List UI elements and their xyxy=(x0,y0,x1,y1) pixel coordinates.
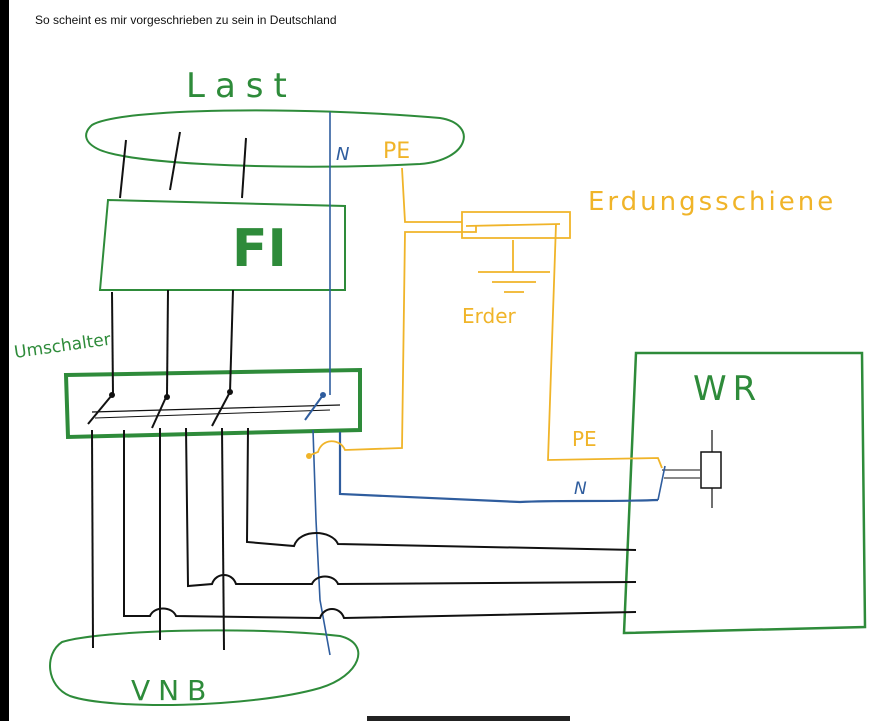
umschalter-label: Umschalter xyxy=(13,330,112,363)
switch-bar-lower xyxy=(94,409,331,419)
switch-blade-l1 xyxy=(87,394,113,425)
wire-l1-wr xyxy=(123,430,637,620)
switch-blade-l2 xyxy=(151,394,168,429)
vnb-outline xyxy=(49,629,360,707)
n-top-label: N xyxy=(336,144,349,165)
erder-symbol xyxy=(478,240,550,293)
wire-l3-last xyxy=(241,137,247,199)
erdungsschiene-label: Erdungsschiene xyxy=(588,187,836,217)
vnb-label: VNB xyxy=(131,674,214,707)
switch-contact-l2 xyxy=(164,394,170,400)
wire-pe-umschalter xyxy=(307,226,477,457)
wr-component-symbol xyxy=(700,451,722,489)
wr-label: WR xyxy=(693,369,762,409)
pe-junction-dot xyxy=(306,453,312,459)
left-edge-bar xyxy=(0,0,9,721)
bottom-scroll-strip xyxy=(367,716,570,721)
last-outline xyxy=(85,109,465,168)
wire-l2-wr xyxy=(185,427,637,588)
wire-n-wr-entry xyxy=(657,465,666,501)
pe-wr-label: PE xyxy=(572,427,597,451)
fi-group: FI xyxy=(98,198,346,291)
wire-l1-fi xyxy=(111,291,114,396)
last-group: Last xyxy=(85,66,465,168)
wire-n-bottom xyxy=(312,429,331,656)
switch-blade-n xyxy=(304,394,324,421)
umschalter-box xyxy=(63,367,362,440)
wire-l3-fi xyxy=(229,289,234,393)
neutral-wires xyxy=(312,112,666,656)
wire-pe-last xyxy=(401,167,462,223)
phase-wires-top xyxy=(111,131,247,396)
wire-pe-wr xyxy=(547,223,663,469)
umschalter-group: Umschalter xyxy=(13,330,362,440)
wr-box xyxy=(622,351,867,635)
pe-wires xyxy=(307,167,663,469)
switch-bar xyxy=(91,404,341,413)
header-note: So scheint es mir vorgeschrieben zu sein… xyxy=(35,13,337,27)
wr-group: WR xyxy=(622,351,867,635)
erder-label: Erder xyxy=(462,304,517,328)
erdungsschiene-inner xyxy=(465,223,561,227)
wire-l1-vnb xyxy=(91,429,94,649)
wr-component-wires xyxy=(662,469,700,479)
wire-l1-last xyxy=(119,139,127,199)
wire-l2-fi xyxy=(166,289,169,396)
wire-l3-wr xyxy=(245,427,637,551)
fi-box xyxy=(98,198,346,291)
fi-label: FI xyxy=(232,219,287,279)
wire-l3-vnb xyxy=(221,427,225,651)
erdungsschiene-bar xyxy=(461,211,571,239)
phase-wires-bottom xyxy=(91,427,637,651)
pe-top-label: PE xyxy=(383,139,410,164)
vnb-group: VNB xyxy=(49,629,360,707)
n-wr-label: N xyxy=(574,479,587,499)
wire-l2-last xyxy=(169,131,181,191)
last-label: Last xyxy=(186,66,297,106)
switch-contact-n xyxy=(320,392,326,398)
switch-blade-l3 xyxy=(211,391,231,427)
wire-n-to-wr xyxy=(338,432,659,504)
